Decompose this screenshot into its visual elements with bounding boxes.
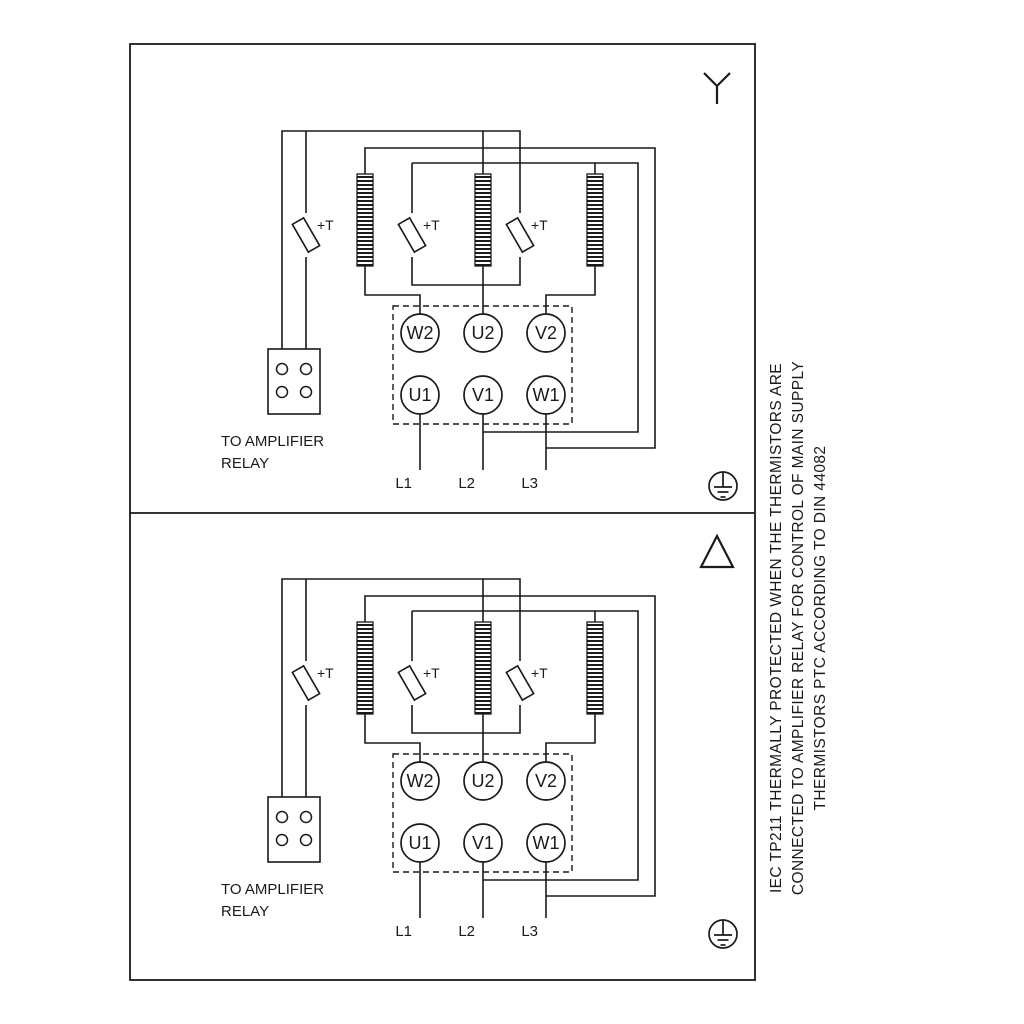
thermistor-symbol: [397, 216, 427, 254]
note-column: IEC TP211 THERMALLY PROTECTED WHEN THE T…: [768, 361, 829, 895]
thermistor: +T: [291, 664, 334, 702]
thermistor: +T: [397, 216, 440, 254]
terminal-box: [392, 305, 573, 425]
wire: [412, 162, 639, 433]
wire: [281, 130, 521, 349]
thermistor-label: +T: [317, 665, 334, 681]
star-connection-icon: [703, 72, 731, 104]
thermistor-symbol: [291, 664, 321, 702]
terminal-w2: [400, 313, 440, 353]
supply-label-l1: L1: [395, 475, 412, 492]
thermistor: +T: [505, 216, 548, 254]
terminal-u1: [400, 375, 440, 415]
relay-caption-line2: RELAY: [221, 903, 269, 920]
thermistor-symbol: [291, 216, 321, 254]
terminal-w2: [400, 761, 440, 801]
delta-connection-icon: [699, 533, 735, 569]
wire: [411, 257, 521, 286]
note-line-2: CONNECTED TO AMPLIFIER RELAY FOR CONTROL…: [790, 361, 807, 895]
diagram-frame: [129, 43, 756, 981]
thermistor-symbol: [397, 664, 427, 702]
terminal-v1: [463, 375, 503, 415]
supply-label-l2: L2: [458, 923, 475, 940]
terminal-w1: [526, 375, 566, 415]
thermistor-label: +T: [423, 665, 440, 681]
relay-contact: [299, 362, 313, 376]
wire: [545, 714, 596, 762]
terminal-label: V1: [472, 833, 494, 853]
relay-contact: [275, 810, 289, 824]
amplifier-relay: TO AMPLIFIER RELAY: [221, 348, 324, 472]
terminal-v2: [526, 761, 566, 801]
relay-contact: [275, 362, 289, 376]
thermistor-label: +T: [317, 217, 334, 233]
terminal-label: W2: [407, 771, 434, 791]
wire: [281, 578, 521, 797]
wire: [364, 595, 656, 897]
note-line-3: THERMISTORS PTC ACCORDING TO DIN 44082: [812, 446, 829, 811]
relay-box: [267, 348, 321, 415]
motor-winding: [474, 173, 492, 267]
terminal-u1: [400, 823, 440, 863]
amplifier-relay: TO AMPLIFIER RELAY: [221, 796, 324, 920]
motor-winding: [474, 621, 492, 715]
panel-star: +T +T +T W2 U2 V2 U1 V1 W1 TO AM: [221, 130, 738, 501]
wire: [364, 147, 656, 449]
terminal-v2: [526, 313, 566, 353]
earth-ground-icon: [708, 471, 738, 501]
supply-label-l2: L2: [458, 475, 475, 492]
thermistor-label: +T: [531, 665, 548, 681]
supply-label-l3: L3: [521, 923, 538, 940]
thermistor-label: +T: [423, 217, 440, 233]
supply-label-l1: L1: [395, 923, 412, 940]
relay-contact: [299, 833, 313, 847]
thermistor: +T: [505, 664, 548, 702]
terminal-label: U1: [408, 385, 431, 405]
relay-contact: [275, 385, 289, 399]
relay-contact: [299, 385, 313, 399]
terminal-box: [392, 753, 573, 873]
wire: [411, 705, 521, 734]
thermistor-symbol: [505, 216, 535, 254]
relay-contact: [299, 810, 313, 824]
terminal-label: V2: [535, 771, 557, 791]
thermistor: +T: [291, 216, 334, 254]
motor-winding: [356, 173, 374, 267]
motor-winding: [586, 621, 604, 715]
thermistor-symbol: [505, 664, 535, 702]
terminal-label: W1: [533, 833, 560, 853]
relay-caption-line2: RELAY: [221, 455, 269, 472]
thermistor-label: +T: [531, 217, 548, 233]
relay-caption-line1: TO AMPLIFIER: [221, 881, 324, 898]
wire: [545, 266, 596, 314]
terminal-label: U1: [408, 833, 431, 853]
terminal-label: W2: [407, 323, 434, 343]
supply-label-l3: L3: [521, 475, 538, 492]
earth-ground-icon: [708, 919, 738, 949]
motor-winding: [356, 621, 374, 715]
relay-caption-line1: TO AMPLIFIER: [221, 433, 324, 450]
terminal-v1: [463, 823, 503, 863]
thermistor: +T: [397, 664, 440, 702]
note-line-1: IEC TP211 THERMALLY PROTECTED WHEN THE T…: [768, 363, 785, 893]
terminal-label: V2: [535, 323, 557, 343]
terminal-u2: [463, 761, 503, 801]
terminal-label: U2: [471, 323, 494, 343]
wire: [412, 610, 639, 881]
terminal-label: U2: [471, 771, 494, 791]
terminal-u2: [463, 313, 503, 353]
relay-box: [267, 796, 321, 863]
relay-contact: [275, 833, 289, 847]
wire: [364, 714, 421, 762]
terminal-label: W1: [533, 385, 560, 405]
motor-winding: [586, 173, 604, 267]
panel-delta: +T +T +T W2 U2 V2 U1 V1 W1 TO AM: [221, 578, 738, 949]
wire: [364, 266, 421, 314]
terminal-label: V1: [472, 385, 494, 405]
terminal-w1: [526, 823, 566, 863]
